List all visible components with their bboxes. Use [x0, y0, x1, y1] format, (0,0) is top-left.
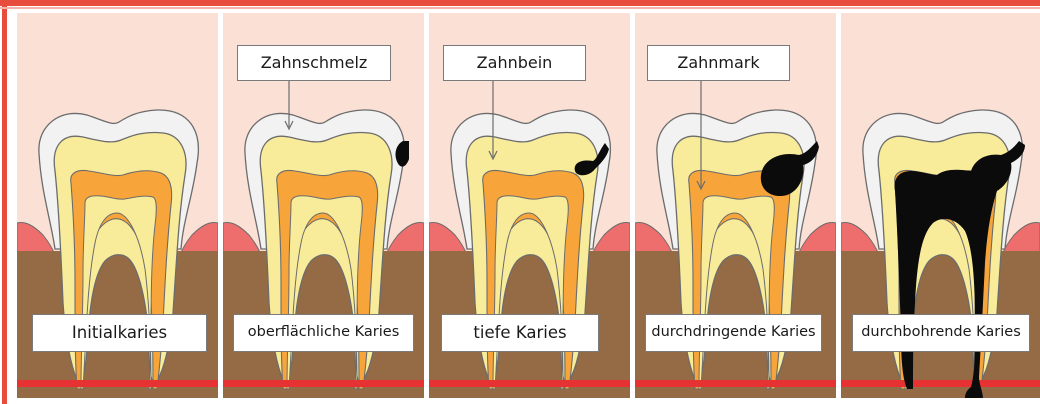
label-enamel: Zahnschmelz: [237, 45, 391, 81]
panel-initial-caries: Initialkaries: [17, 13, 218, 398]
panel-superficial-caries: Zahnschmelz oberflächliche Karies: [223, 13, 424, 398]
panel-perforating-caries: durchbohrende Karies: [841, 13, 1040, 398]
panel-deep-caries: Zahnbein tiefe Karies: [429, 13, 630, 398]
label-pulp: Zahnmark: [647, 45, 790, 81]
frame-left-border: [2, 2, 7, 404]
label-perforating-caries: durchbohrende Karies: [852, 314, 1030, 352]
frame-top-border: [0, 0, 1040, 6]
nerve-line: [17, 380, 218, 387]
label-penetrating-caries: durchdringende Karies: [645, 314, 822, 352]
nerve-line: [635, 380, 836, 387]
nerve-line: [223, 380, 424, 387]
label-initial-caries: Initialkaries: [32, 314, 207, 352]
panel-penetrating-caries: Zahnmark durchdringende Karies: [635, 13, 836, 398]
label-superficial-caries: oberflächliche Karies: [233, 314, 414, 352]
label-deep-caries: tiefe Karies: [441, 314, 599, 352]
nerve-line: [429, 380, 630, 387]
frame-inner-line: [0, 7, 1040, 9]
label-dentin: Zahnbein: [443, 45, 586, 81]
nerve-line: [841, 380, 1040, 387]
